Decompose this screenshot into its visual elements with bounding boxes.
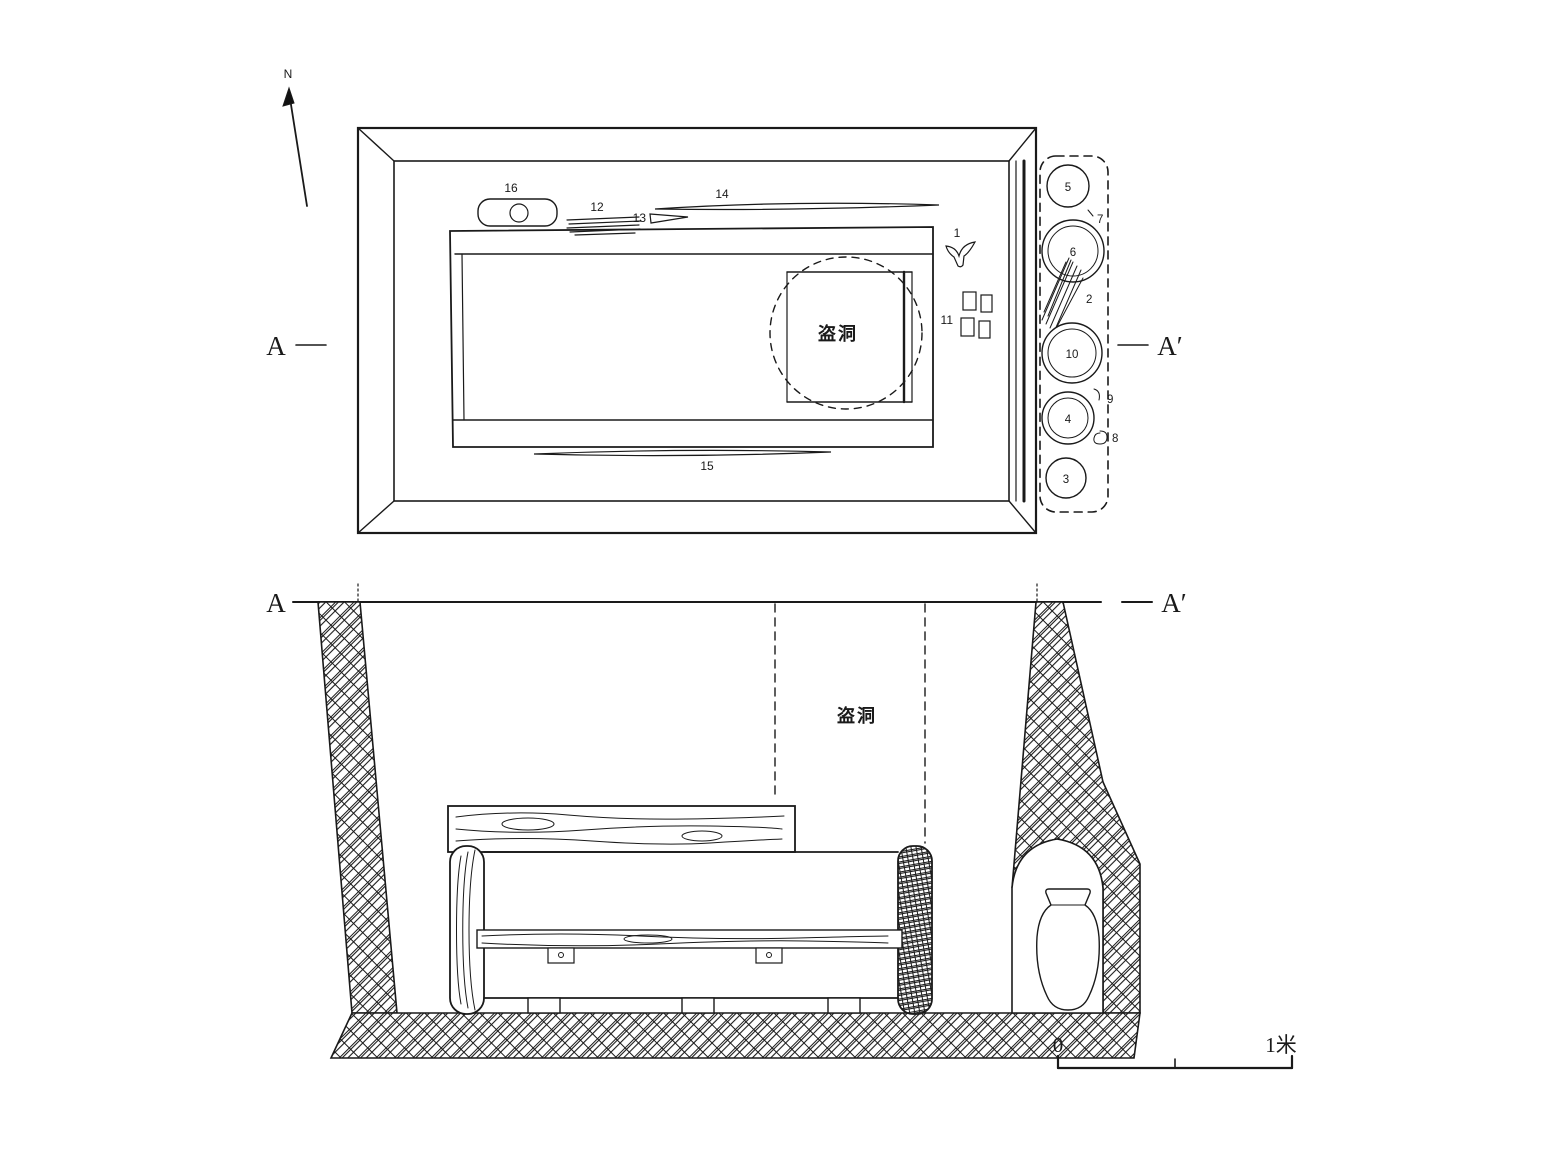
earth-walls <box>317 601 1141 1059</box>
artifact-13-point: 13 <box>633 211 689 225</box>
support-block <box>681 997 715 1014</box>
artifact-15-label: 15 <box>700 459 714 473</box>
robber-hole-plan: 盗洞 <box>769 256 923 410</box>
support-block <box>527 997 561 1014</box>
niche-section <box>1011 838 1104 1014</box>
artifact-16-label: 16 <box>504 181 518 195</box>
chamber-cover-plank <box>447 805 796 853</box>
object-7-mark <box>1087 209 1094 217</box>
chamber-outline <box>449 226 934 448</box>
object-9-mark <box>1093 388 1100 401</box>
pit-outer-edge <box>356 126 1038 535</box>
vessel-5-label: 5 <box>1065 182 1071 194</box>
object-9-label: 9 <box>1107 394 1113 406</box>
vessel-10-circle <box>1041 322 1103 384</box>
section-a-prime-label-plan: A′ <box>1157 331 1182 361</box>
coffin-east-end <box>897 845 933 1015</box>
object-2-bundle <box>1041 257 1084 337</box>
north-arrow-line <box>288 91 308 207</box>
artifact-13-label: 13 <box>633 211 647 225</box>
pit-floor <box>329 1012 1141 1059</box>
artifact-1-object: 1 <box>945 226 977 268</box>
vessel-4-label: 4 <box>1065 414 1072 426</box>
artifact-11-plaques: 11 <box>941 291 993 339</box>
coffin-section <box>447 805 933 1015</box>
left-wall <box>317 601 398 1014</box>
floor-plank-wood-grain <box>481 933 889 947</box>
pit-inner-edge <box>393 160 1010 502</box>
plan-view: 盗洞 16 12 13 14 <box>266 126 1183 535</box>
north-arrow: N <box>282 67 308 207</box>
object-7-label: 7 <box>1097 214 1103 226</box>
artifact-15-rod: 15 <box>533 449 832 473</box>
artifact-12-slips: 12 <box>566 200 642 236</box>
vessel-5-circle <box>1046 164 1090 208</box>
plan-artifacts: 16 12 13 14 1 <box>477 181 993 473</box>
vessel-4-circle <box>1041 391 1095 445</box>
scale-zero-label: 0 <box>1053 1033 1064 1057</box>
object-2-label: 2 <box>1086 294 1092 306</box>
robber-hole-section: 盗洞 <box>774 603 926 844</box>
niche-outline <box>1039 155 1109 513</box>
ground-line: A A′ <box>266 583 1187 618</box>
object-8-label: 8 <box>1112 433 1118 445</box>
artifact-16-box: 16 <box>477 181 558 227</box>
section-a-prime-label: A′ <box>1161 588 1186 618</box>
section-view: A A′ 盗洞 <box>266 583 1187 1059</box>
floor-cleat <box>547 947 575 964</box>
artifact-12-label: 12 <box>590 200 604 214</box>
robber-hole-plan-label: 盗洞 <box>818 323 858 344</box>
object-8-mark <box>1093 430 1108 445</box>
vessel-3-circle <box>1045 457 1087 499</box>
vessel-3-label: 3 <box>1063 474 1069 486</box>
artifact-14-rod: 14 <box>654 187 940 211</box>
vessel-10-label: 10 <box>1066 349 1079 361</box>
vessel-6-circle <box>1041 219 1105 283</box>
pit-frame <box>356 126 1038 535</box>
scale-meter-label: 1米 <box>1265 1033 1297 1057</box>
section-a-label-plan: A <box>266 331 286 361</box>
niche-plan: 5 7 6 2 10 9 4 8 <box>1039 155 1118 513</box>
north-label: N <box>284 67 293 81</box>
floor-cleat <box>755 947 783 964</box>
robber-hole-section-label: 盗洞 <box>837 705 877 726</box>
support-block <box>827 997 861 1014</box>
vessel-6-label: 6 <box>1070 247 1076 259</box>
robber-hole-circle <box>769 256 923 410</box>
pottery-vessel <box>1036 888 1100 1011</box>
cover-plank-wood-grain <box>455 812 785 845</box>
artifact-1-label: 1 <box>954 226 961 240</box>
scale-bar: 0 1米 <box>1053 1033 1297 1070</box>
burial-chamber <box>449 226 934 448</box>
section-a-label: A <box>266 588 286 618</box>
artifact-11-label: 11 <box>941 313 954 327</box>
north-arrow-head <box>282 86 295 107</box>
artifact-14-label: 14 <box>715 187 729 201</box>
section-line-plan: A A′ <box>266 331 1182 361</box>
